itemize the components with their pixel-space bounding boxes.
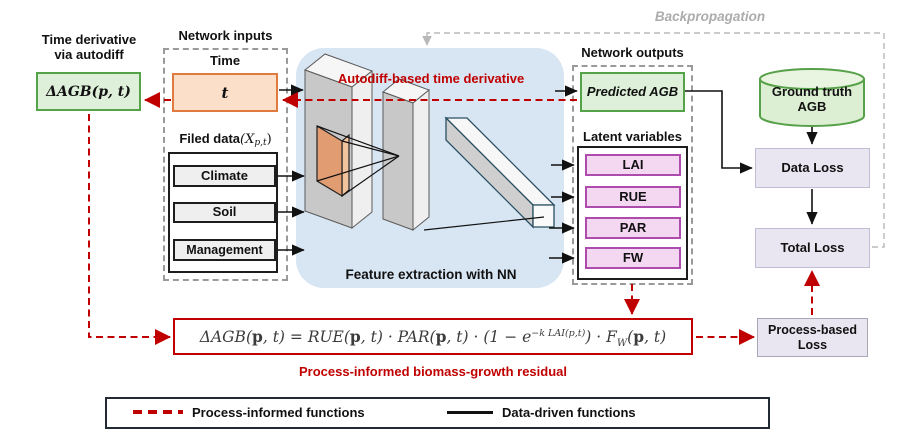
process-based-loss-box: Process-based Loss (757, 318, 868, 357)
legend-data-label: Data-driven functions (502, 405, 636, 420)
process-based-loss-line2: Loss (797, 337, 828, 352)
formula-seg: , t) · PAR( (360, 328, 436, 346)
management-box: Management (173, 239, 276, 261)
delta-agb-box: ΔAGB(p, t) (36, 72, 141, 111)
formula-seg-p: p (633, 327, 645, 346)
formula-seg: ( (627, 328, 634, 346)
latent-box-par: PAR (585, 217, 681, 239)
ground-truth-line2: AGB (797, 99, 827, 114)
residual-formula-box: ΔAGB(p, t) = RUE(p, t) · PAR(p, t) · (1 … (173, 318, 693, 355)
autodiff-label: Autodiff-based time derivative (337, 70, 525, 86)
field-data-label-text: Filed data (179, 131, 241, 147)
formula-seg-p: p (349, 327, 361, 346)
feature-extraction-label: Feature extraction with NN (345, 266, 517, 282)
arrow-predicted-to-dataloss (685, 90, 753, 174)
ground-truth-label: Ground truth AGB (758, 82, 866, 118)
residual-caption: Process-informed biomass-growth residual (298, 363, 567, 379)
legend-process-line-sample (133, 410, 183, 414)
latent-variables-heading: Latent variables (583, 129, 682, 145)
formula-seg-p: p (252, 327, 263, 346)
backpropagation-label: Backpropagation (654, 9, 766, 24)
field-data-math-open: (X (240, 132, 255, 147)
formula-seg: ΔAGB( (199, 328, 252, 346)
predicted-agb-label: Predicted AGB (586, 83, 679, 99)
soil-box: Soil (173, 202, 276, 223)
formula-exponent: −k LAI(p,t) (531, 328, 586, 339)
network-outputs-heading: Network outputs (581, 45, 684, 61)
time-derivative-title-line1: Time derivative (41, 32, 137, 48)
total-loss-box: Total Loss (755, 228, 870, 268)
time-value: t (221, 83, 229, 102)
latent-box-lai: LAI (585, 154, 681, 176)
time-label: Time (209, 53, 241, 69)
ground-truth-line1: Ground truth (771, 84, 853, 100)
legend-data-line-sample (447, 411, 493, 414)
formula-seg: , t) = RUE( (262, 328, 350, 346)
field-data-math-sub: p,t (254, 137, 267, 148)
latent-box-fw: FW (585, 247, 681, 269)
climate-box: Climate (173, 165, 276, 187)
predicted-agb-box: Predicted AGB (580, 72, 685, 112)
field-data-math-close: ) (266, 132, 272, 147)
formula-seg: ) · F (585, 328, 617, 346)
formula-seg: , t) · (1 − e (446, 328, 532, 346)
formula-seg-p: p (435, 327, 447, 346)
arrow-deltaagb-to-formula (88, 114, 171, 345)
residual-formula: ΔAGB(p, t) = RUE(p, t) · PAR(p, t) · (1 … (199, 327, 667, 349)
time-derivative-title-line2: via autodiff (54, 47, 124, 62)
process-based-loss-line1: Process-based (768, 323, 857, 338)
delta-agb-label: ΔAGB(p, t) (46, 83, 131, 100)
network-inputs-heading: Network inputs (178, 28, 273, 44)
formula-subscript: W (616, 338, 628, 349)
time-derivative-title: Time derivative via autodiff (16, 29, 162, 67)
field-data-label: Filed data (X p,t ) (163, 131, 288, 148)
legend-process-label: Process-informed functions (192, 405, 365, 420)
legend-box (105, 397, 770, 429)
time-input-box: t (172, 73, 278, 112)
data-loss-box: Data Loss (755, 148, 870, 188)
formula-seg: , t) (644, 328, 667, 346)
latent-box-rue: RUE (585, 186, 681, 208)
